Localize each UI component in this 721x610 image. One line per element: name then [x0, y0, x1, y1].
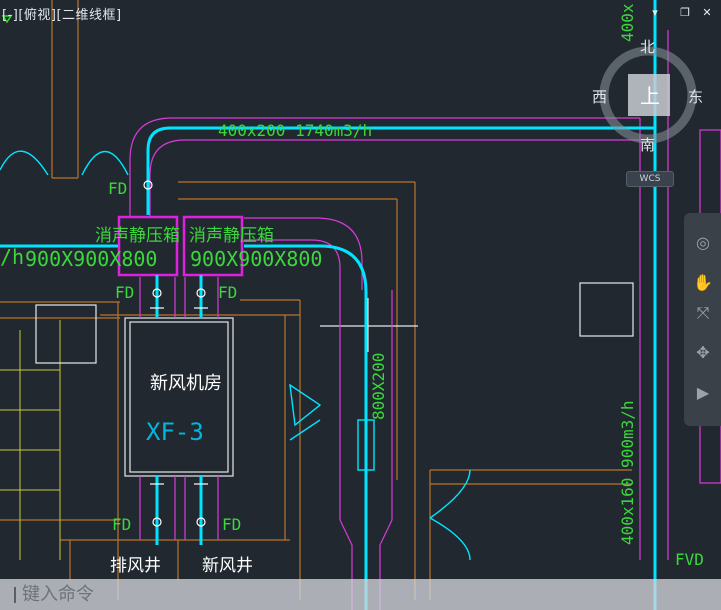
duct-right-vertical-label: 400x160 900m3/h	[618, 401, 637, 546]
duct-centerlines	[0, 0, 657, 610]
viewcube-top-label: 上	[640, 84, 660, 108]
fvd-label: FVD	[675, 550, 704, 569]
equipment-outlines	[35, 282, 634, 477]
zoom-extents-icon[interactable]: ⤧	[696, 303, 710, 322]
viewport-controls-label[interactable]: [-][俯视][二维线框]	[2, 8, 122, 23]
close-viewport-button[interactable]: ✕	[702, 6, 712, 19]
viewcube-west[interactable]: 西	[592, 88, 607, 106]
duct-outlines	[129, 30, 721, 610]
showmotion-icon[interactable]: ▶	[696, 383, 710, 402]
architectural-walls	[0, 0, 632, 600]
minimize-viewport-button[interactable]: ▾	[652, 6, 658, 19]
viewcube-north[interactable]: 北	[640, 38, 655, 56]
command-input[interactable]	[0, 579, 721, 610]
fd-label-4: FD	[112, 515, 131, 534]
vertical-top-label: 400x	[618, 3, 637, 42]
steering-wheel-icon[interactable]: ◎	[696, 233, 710, 252]
restore-viewport-button[interactable]: ❐	[680, 6, 690, 19]
duct-mid-vertical-label: 800X200	[369, 353, 388, 420]
viewcube-east[interactable]: 东	[688, 88, 703, 106]
fresh-air-shaft-label: 新风井	[202, 556, 253, 576]
silencer-label-2: 消声静压箱	[189, 226, 274, 246]
duct-left-label: /h	[0, 245, 24, 269]
viewcube[interactable]: 上 北 南 西 东	[592, 38, 703, 154]
command-line	[0, 579, 721, 610]
fd-label-5: FD	[222, 515, 241, 534]
ucs-icon	[1, 15, 13, 24]
stair-lines	[0, 320, 61, 560]
silencer-size-1: 900X900X800	[25, 247, 157, 271]
exhaust-shaft-label: 排风井	[110, 556, 161, 576]
silencer-boxes	[117, 215, 244, 277]
door-arcs	[0, 150, 471, 561]
room-name: 新风机房	[150, 373, 222, 394]
fd-label-top: FD	[108, 179, 127, 198]
viewcube-south[interactable]: 南	[640, 136, 655, 154]
duct-top-label: 400x200 1740m3/h	[218, 121, 372, 140]
fd-label-2: FD	[115, 283, 134, 302]
silencer-size-2: 900X900X800	[190, 247, 322, 271]
silencer-label-1: 消声静压箱	[95, 226, 180, 246]
wcs-menu-button[interactable]: WCS	[626, 171, 674, 187]
valve-symbols	[143, 180, 208, 527]
orbit-icon[interactable]: ✥	[696, 343, 710, 362]
viewcube-top-face[interactable]	[628, 74, 670, 116]
unit-tag: XF-3	[146, 418, 204, 446]
fd-label-3: FD	[218, 283, 237, 302]
pan-hand-icon[interactable]: ✋	[693, 273, 713, 292]
navigation-bar: ◎ ✋ ⤧ ✥ ▶	[684, 213, 721, 426]
